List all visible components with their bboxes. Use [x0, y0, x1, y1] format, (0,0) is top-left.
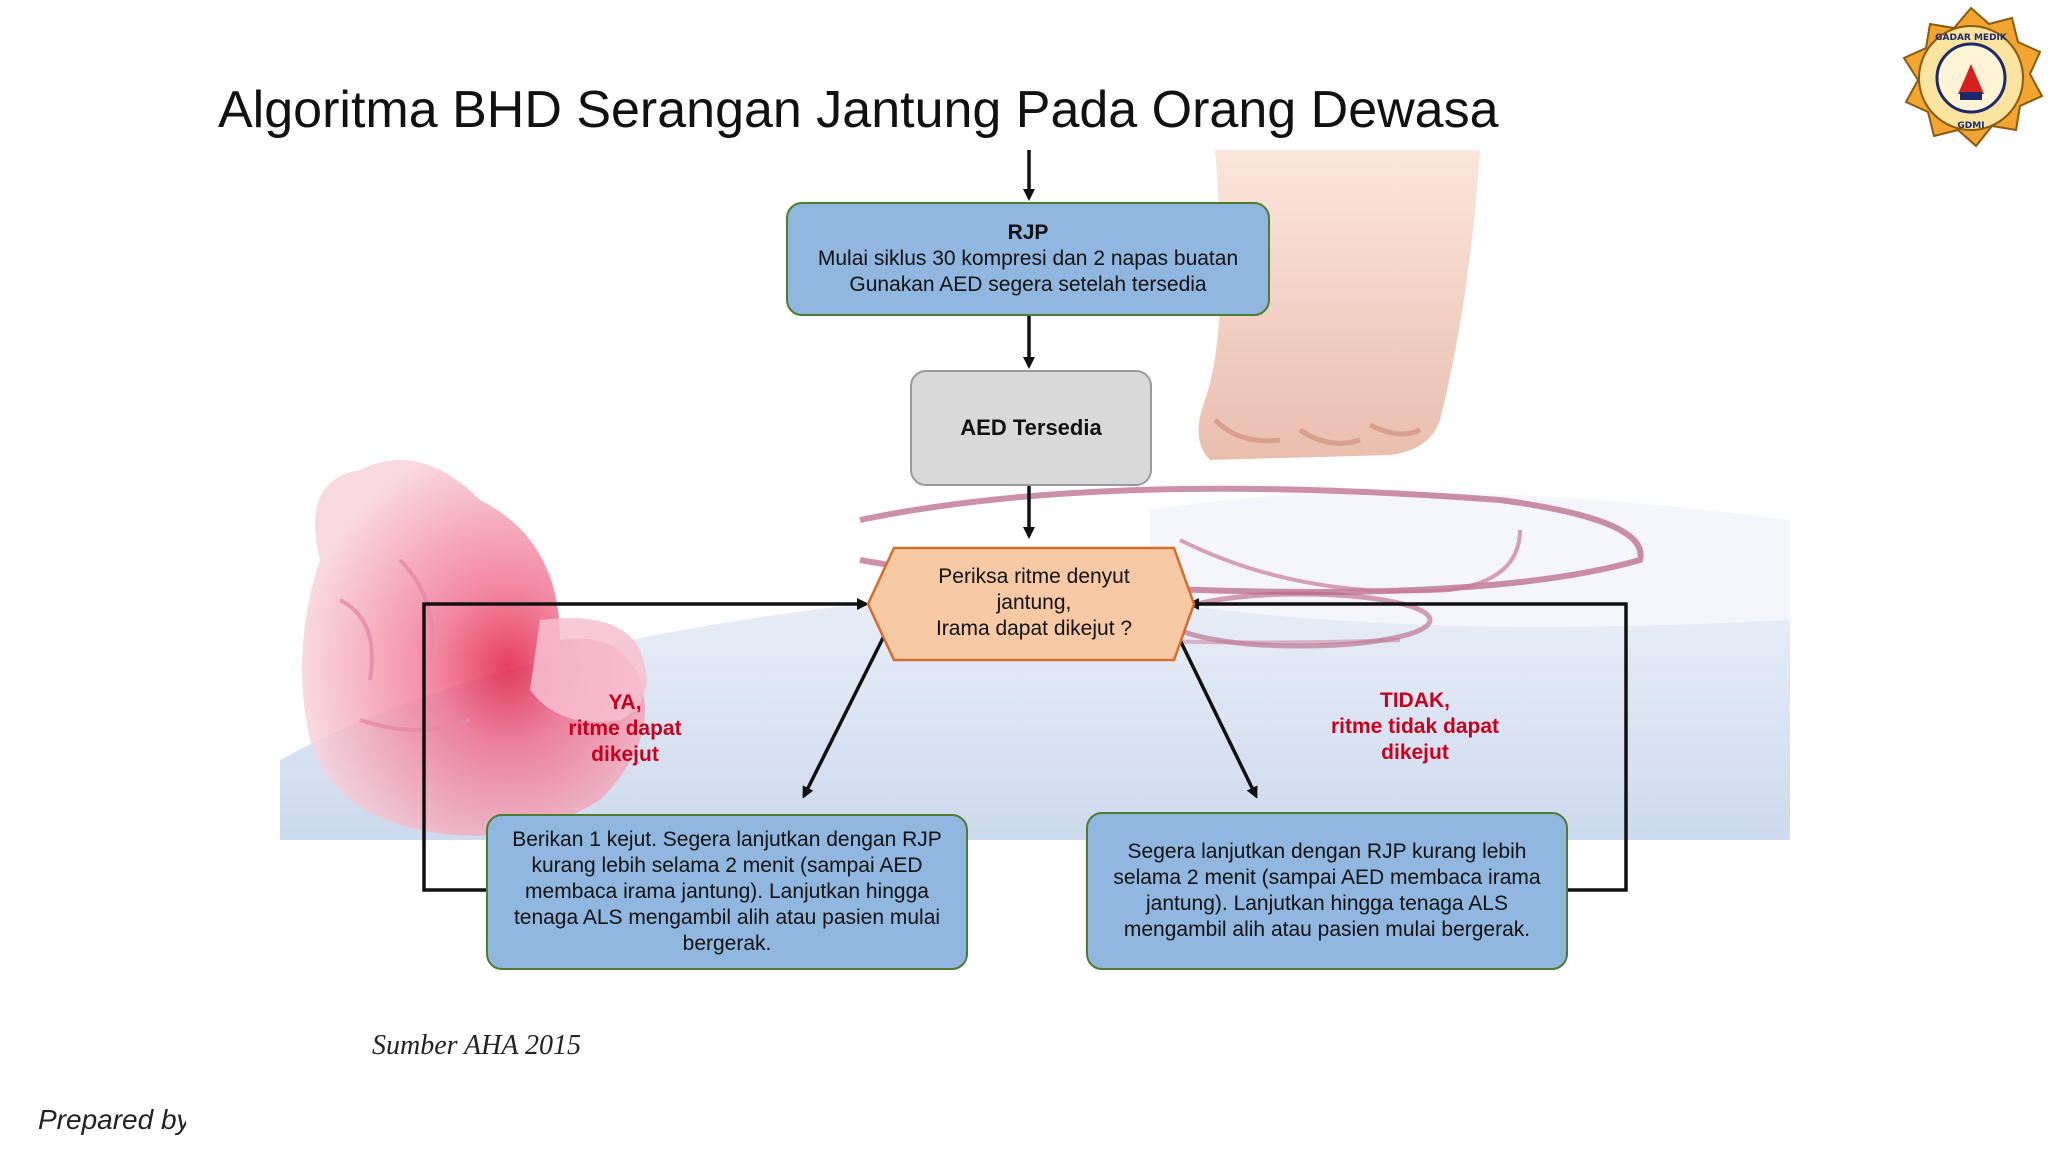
branch-label-yes: YA, ritme dapat dikejut [530, 690, 720, 768]
shock-line: bergerak. [682, 932, 772, 955]
rhythm-check-decision: Periksa ritme denyut jantung, Irama dapa… [884, 548, 1184, 658]
rjp-line: Mulai siklus 30 kompresi dan 2 napas bua… [817, 247, 1239, 270]
branch-line: YA, [608, 691, 642, 714]
branch-line: TIDAK, [1380, 689, 1450, 712]
shock-line: Berikan 1 kejut. Segera lanjutkan dengan… [512, 828, 942, 851]
branch-label-no: TIDAK, ritme tidak dapat dikejut [1300, 688, 1530, 766]
noshock-line: Segera lanjutkan dengan RJP kurang lebih [1127, 840, 1527, 863]
branch-line: ritme tidak dapat [1330, 715, 1500, 738]
branch-line: ritme dapat [568, 717, 682, 740]
page-title: Algoritma BHD Serangan Jantung Pada Oran… [218, 81, 1499, 139]
loop-right [1187, 598, 1628, 892]
aed-label: AED Tersedia [960, 415, 1102, 440]
svg-text:GDMI: GDMI [1957, 121, 1984, 131]
decision-line: Irama dapat dikejut ? [935, 617, 1133, 640]
non-shockable-action-box: Segera lanjutkan dengan RJP kurang lebih… [1086, 812, 1568, 970]
branch-line: dikejut [1381, 741, 1449, 764]
loop-left [422, 598, 869, 892]
noshock-line: mengambil alih atau pasien mulai bergera… [1123, 918, 1531, 941]
svg-text:GADAR MEDIK: GADAR MEDIK [1935, 33, 2008, 43]
shock-line: tenaga ALS mengambil alih atau pasien mu… [513, 906, 941, 929]
shock-line: kurang lebih selama 2 menit (sampai AED [531, 854, 923, 877]
decision-line: jantung, [996, 591, 1072, 614]
rjp-title: RJP [1007, 221, 1049, 244]
heart-illustration [302, 460, 645, 836]
shock-line: membaca irama jantung). Lanjutkan hingga [525, 880, 929, 903]
rjp-box: RJP Mulai siklus 30 kompresi dan 2 napas… [786, 202, 1270, 316]
noshock-line: jantung). Lanjutkan hingga tenaga ALS [1146, 892, 1508, 915]
shockable-action-box: Berikan 1 kejut. Segera lanjutkan dengan… [486, 814, 968, 970]
prepared-by: Prepared by [38, 1104, 186, 1135]
rjp-line: Gunakan AED segera setelah tersedia [849, 273, 1207, 296]
noshock-line: selama 2 menit (sampai AED membaca irama [1113, 866, 1541, 889]
decision-hexagon [866, 546, 1196, 662]
decision-line: Periksa ritme denyut [938, 565, 1130, 588]
gadar-medik-indonesia-logo: GADAR MEDIK GDMI [1902, 6, 2044, 148]
source-citation: Sumber AHA 2015 [372, 1030, 581, 1061]
arrow-check-to-noshock [1178, 639, 1258, 799]
branch-line: dikejut [591, 743, 659, 766]
aed-available-box: AED Tersedia [910, 370, 1152, 486]
arrow-check-to-shock [802, 635, 886, 799]
